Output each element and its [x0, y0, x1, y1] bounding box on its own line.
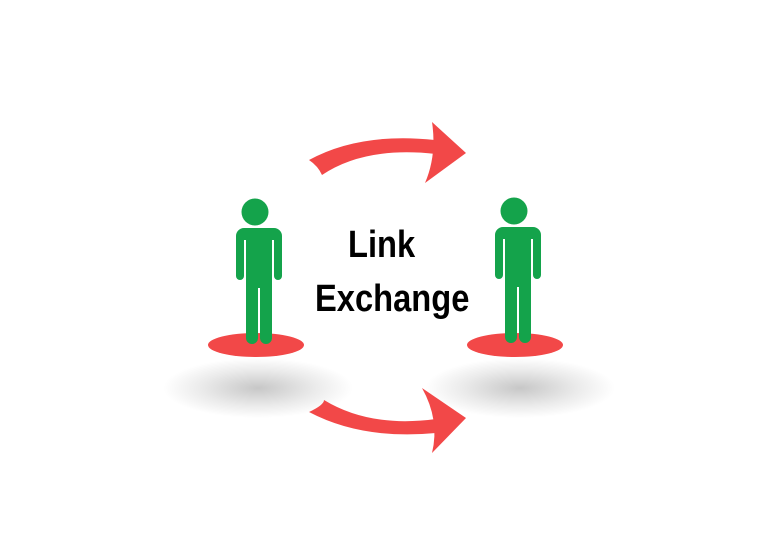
title-line-1: Link	[348, 224, 416, 266]
person-left-icon	[208, 198, 304, 357]
curved-arrow-top-icon	[309, 122, 466, 183]
title-line-2: Exchange	[315, 278, 470, 320]
platform-right	[467, 333, 563, 357]
platform-left	[208, 333, 304, 357]
shadow-left	[163, 358, 353, 418]
person-right-icon	[467, 197, 563, 357]
shadow-right	[425, 358, 615, 418]
curved-arrow-bottom-icon	[309, 388, 466, 453]
